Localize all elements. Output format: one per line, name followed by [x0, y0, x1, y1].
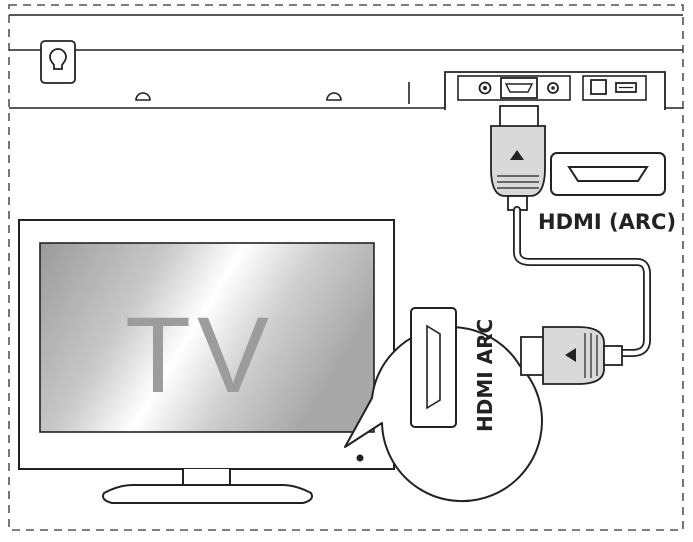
triangle-up-icon: [510, 150, 524, 160]
triangle-left-icon: [565, 348, 576, 362]
tv-stand-base: [102, 484, 313, 504]
hdmi-port-callout: [550, 152, 666, 196]
hdmi-plug-soundbar: [490, 105, 546, 211]
soundbar-hdmi-port: [500, 77, 538, 99]
tv: [18, 219, 395, 504]
tv-label: TV: [125, 294, 275, 415]
tv-screen: [39, 242, 375, 433]
dashed-frame: [8, 4, 684, 531]
soundbar-port-label: HDMI (ARC): [538, 210, 676, 234]
keyhole-icon: [40, 40, 76, 84]
connector-panel: [444, 71, 666, 110]
tv-port-label: HDMI ARC: [473, 319, 497, 432]
screw-hole-right: [326, 92, 342, 101]
power-led: [356, 454, 364, 462]
optical-port: [590, 79, 607, 95]
hdmi-plug-tv: [520, 326, 623, 385]
zoom-callout: [344, 307, 543, 503]
screw-hole-left: [135, 92, 151, 101]
hdmi-cable: [513, 206, 651, 357]
